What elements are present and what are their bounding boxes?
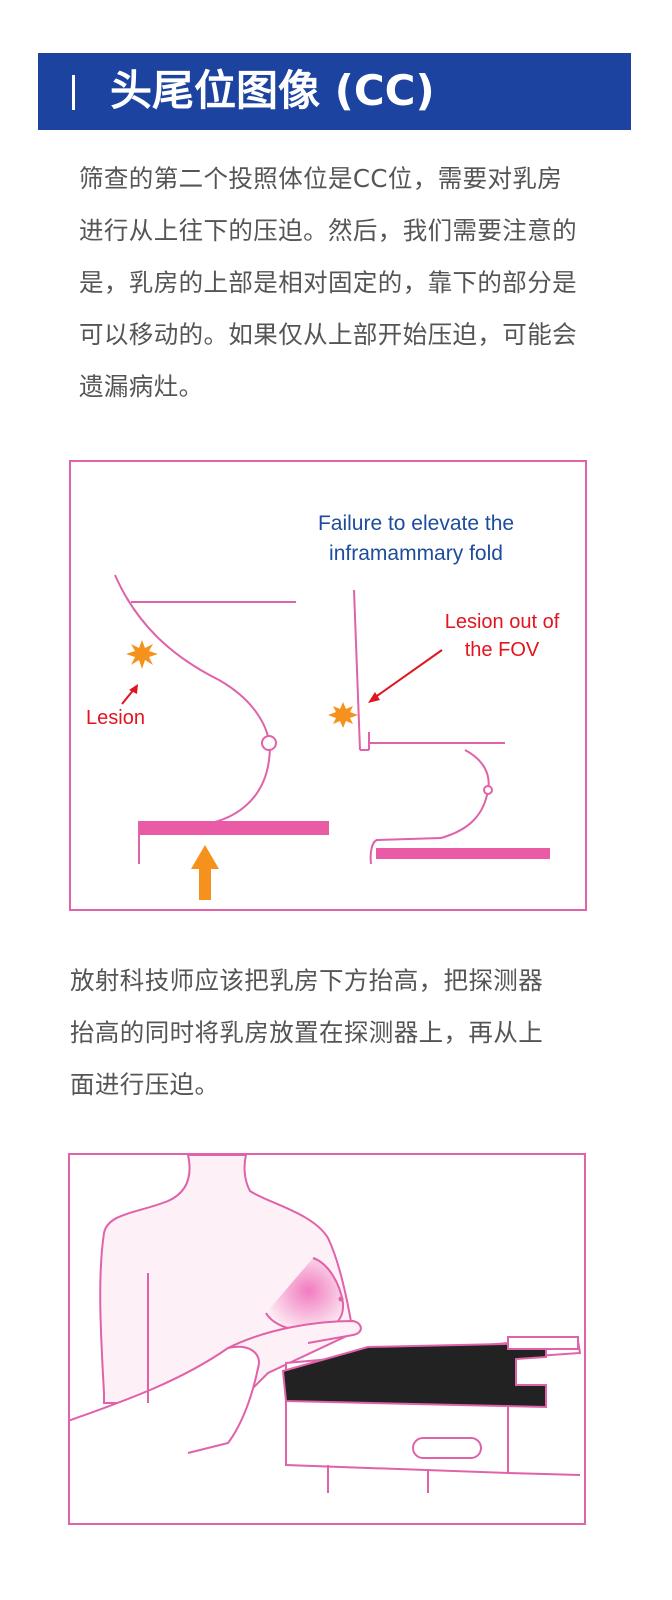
technique-line: 放射科技师应该把乳房下方抬高，把探测器 bbox=[70, 966, 544, 995]
header-divider bbox=[72, 75, 75, 110]
supporting-hand bbox=[227, 1319, 362, 1349]
detector-base-line bbox=[507, 1472, 581, 1476]
section-title: 头尾位图像 (CC) bbox=[110, 66, 435, 115]
detector-plate-black bbox=[281, 1341, 547, 1409]
lesion-out-pointer-line bbox=[373, 649, 443, 699]
technique-line: 抬高的同时将乳房放置在探测器上，再从上 bbox=[70, 1018, 544, 1047]
intro-paragraph: 筛查的第二个投照体位是CC位，需要对乳房 进行从上往下的压迫。然后，我们需要注意… bbox=[79, 153, 609, 413]
intro-line: 筛查的第二个投照体位是CC位，需要对乳房 bbox=[79, 164, 563, 193]
detector-handle bbox=[507, 1336, 579, 1350]
lesion-out-caption-line2: the FOV bbox=[465, 639, 540, 661]
intro-line: 遗漏病灶。 bbox=[79, 372, 204, 401]
detector-unit bbox=[281, 1336, 582, 1493]
chest-wall-line bbox=[353, 589, 361, 751]
lesion-star-icon bbox=[126, 640, 158, 669]
lesion-label: Lesion bbox=[86, 707, 145, 729]
failure-caption-line1: Failure to elevate the bbox=[318, 512, 514, 535]
lesion-out-caption-line1: Lesion out of bbox=[445, 611, 560, 633]
cc-positioning-diagram: Lesion Failure to elevate the inframamma… bbox=[69, 460, 587, 911]
lesion-pointer-arrowhead bbox=[129, 684, 138, 694]
cc-diagram-svg: Lesion Failure to elevate the inframamma… bbox=[69, 460, 587, 911]
right-breast-illustration: Failure to elevate the inframammary fold… bbox=[318, 512, 560, 865]
patient-positioning-illustration bbox=[67, 1153, 586, 1525]
elevate-arrow-icon bbox=[191, 845, 219, 900]
failure-caption-line2: inframammary fold bbox=[329, 542, 503, 565]
technique-paragraph: 放射科技师应该把乳房下方抬高，把探测器 抬高的同时将乳房放置在探测器上，再从上 … bbox=[70, 955, 610, 1111]
intro-line: 可以移动的。如果仅从上部开始压迫，可能会 bbox=[79, 320, 577, 349]
positioning-svg bbox=[67, 1153, 586, 1525]
section-header: 头尾位图像 (CC) bbox=[38, 53, 631, 130]
breast-outline bbox=[114, 574, 271, 826]
nipple bbox=[261, 735, 277, 751]
lesion-out-pointer-arrowhead bbox=[368, 692, 380, 703]
intro-line: 进行从上往下的压迫。然后，我们需要注意的 bbox=[79, 216, 577, 245]
breast-outline-right bbox=[369, 749, 490, 865]
detector-plate-right bbox=[376, 848, 550, 859]
lesion-star-right-icon bbox=[328, 702, 358, 728]
nipple-right bbox=[483, 785, 493, 795]
detector-plate bbox=[139, 821, 329, 835]
nipple-dot bbox=[338, 1296, 344, 1302]
left-breast-illustration: Lesion bbox=[86, 574, 329, 900]
detector-slot bbox=[412, 1437, 482, 1459]
technique-line: 面进行压迫。 bbox=[70, 1070, 220, 1099]
diagram-frame bbox=[69, 460, 587, 911]
intro-line: 是，乳房的上部是相对固定的，靠下的部分是 bbox=[79, 268, 577, 297]
technologist-arm bbox=[67, 1345, 260, 1454]
